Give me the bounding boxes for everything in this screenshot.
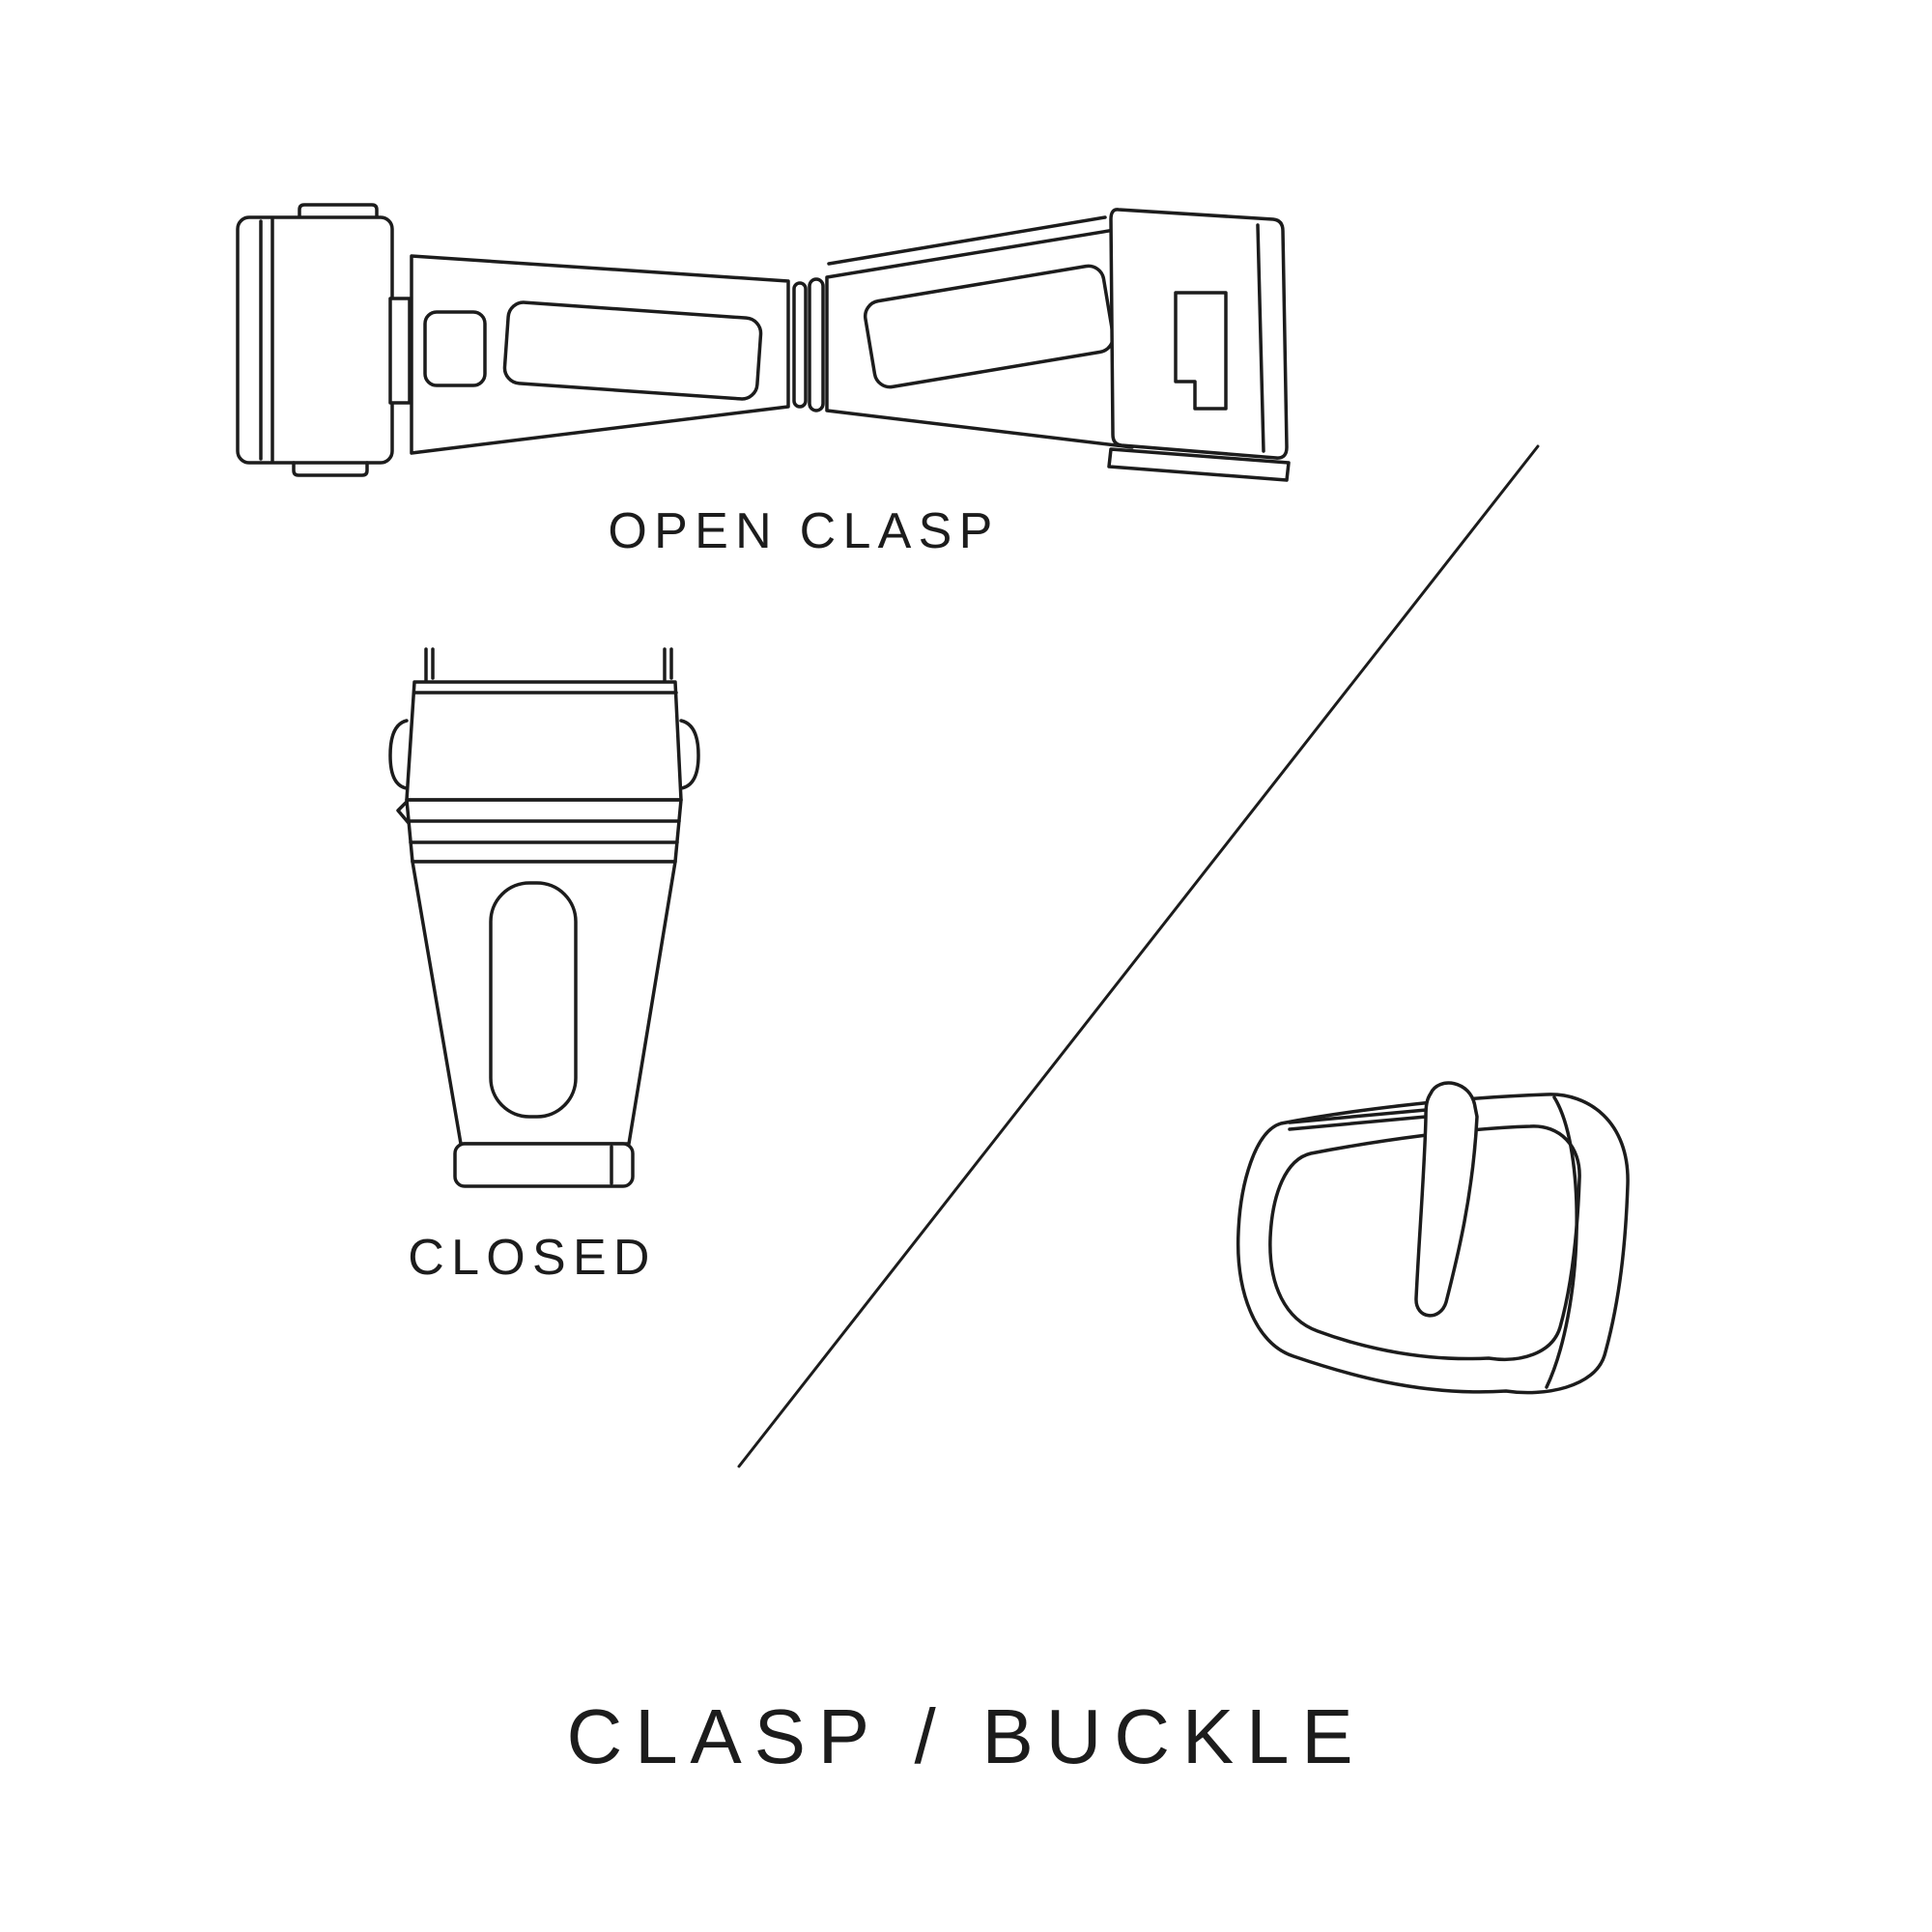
open-clasp-illustration <box>236 203 1291 482</box>
closed-clasp-illustration <box>388 647 700 1188</box>
closed-clasp-label: CLOSED <box>408 1230 657 1286</box>
pin-buckle-illustration <box>1236 1081 1630 1395</box>
open-clasp-label: OPEN CLASP <box>608 503 1000 559</box>
page-title: CLASP / BUCKLE <box>566 1693 1366 1779</box>
